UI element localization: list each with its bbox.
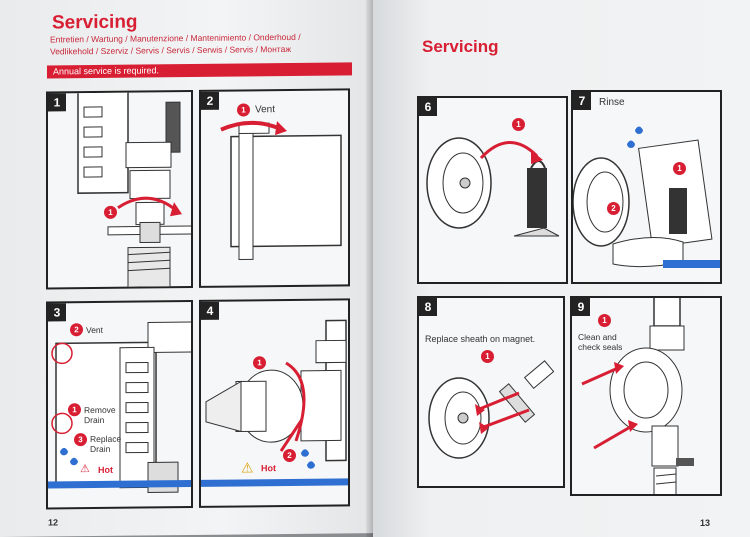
callout-badge: 1 xyxy=(481,350,494,363)
step-number: 1 xyxy=(48,93,66,112)
page-number: 12 xyxy=(48,517,59,528)
clean-seals-label: Clean and check seals xyxy=(578,332,622,352)
step-6-panel: 6 1 xyxy=(417,96,568,284)
page-title: Servicing xyxy=(422,37,499,56)
callout-badge: 1 xyxy=(598,314,611,327)
instruction-label: Replace sheath on magnet. xyxy=(425,334,536,344)
step-6-illustration xyxy=(426,137,560,237)
replace-badge: 3 xyxy=(74,433,87,447)
step-3-panel: 3 2 Vent 1 Remove Drain 3 Replace Drain … xyxy=(46,299,193,510)
step-7-illustration xyxy=(573,126,720,268)
remove-badge: 1 xyxy=(68,403,81,417)
step-8-panel: 8 Replace sheath on magnet. 1 xyxy=(417,296,565,488)
languages-list: Entretien / Wartung / Manutenzione / Man… xyxy=(50,30,350,57)
warning-icon: ⚠ xyxy=(241,459,254,476)
remove-label-line-2: Drain xyxy=(84,414,105,426)
vent-badge: 2 xyxy=(70,323,83,337)
rinse-label: Rinse xyxy=(599,97,625,108)
step-1-illustration xyxy=(77,91,193,289)
replace-drain-label: Replace Drain xyxy=(90,434,121,454)
step-number: 6 xyxy=(419,98,437,116)
clean-label-line-2: check seals xyxy=(578,342,623,352)
service-banner: Annual service is required. xyxy=(47,62,352,79)
hot-label: Hot xyxy=(261,463,276,474)
step-number: 4 xyxy=(201,301,219,320)
remove-label-line-1: Remove xyxy=(84,404,116,416)
step-number: 7 xyxy=(573,92,591,110)
step-number: 8 xyxy=(419,298,437,316)
callout-badge: 1 xyxy=(237,103,250,117)
vent-label: Vent xyxy=(255,104,276,116)
replace-label-line-2: Drain xyxy=(90,443,111,455)
warning-icon: ⚠ xyxy=(80,463,90,476)
replace-label-line-1: Replace xyxy=(90,433,122,445)
step-1-panel: 1 1 xyxy=(46,89,193,290)
step-number: 9 xyxy=(572,298,590,316)
page-title: Servicing xyxy=(52,11,138,34)
step-number: 3 xyxy=(48,303,66,322)
step-2-illustration xyxy=(220,120,342,261)
callout-badge-1: 1 xyxy=(673,162,686,175)
hot-label: Hot xyxy=(98,464,113,475)
step-3-illustration xyxy=(48,321,193,493)
callout-badge-1: 1 xyxy=(253,356,266,370)
step-9-illustration xyxy=(581,298,694,494)
clean-label-line-1: Clean and xyxy=(578,332,617,342)
callout-badge-2: 2 xyxy=(607,202,620,215)
step-9-panel: 9 1 Clean and check seals xyxy=(570,296,722,496)
vent-label: Vent xyxy=(86,324,104,336)
callout-badge: 1 xyxy=(104,205,117,219)
callout-badge-2: 2 xyxy=(283,448,296,463)
left-page: Servicing Entretien / Wartung / Manutenz… xyxy=(0,0,373,537)
callout-badge: 1 xyxy=(512,118,525,131)
step-4-panel: 4 1 2 ⚠ Hot xyxy=(199,298,350,508)
step-8-illustration xyxy=(428,360,555,459)
page-number: 13 xyxy=(700,518,711,528)
step-2-panel: 2 1 Vent xyxy=(199,88,350,288)
remove-drain-label: Remove Drain xyxy=(84,405,116,425)
languages-line-2: Vedlikehold / Szerviz / Servis / Servis … xyxy=(50,43,292,57)
step-4-illustration xyxy=(201,319,350,487)
step-number: 2 xyxy=(201,91,219,110)
step-7-panel: 7 Rinse 1 2 xyxy=(571,90,722,284)
right-page: Servicing 6 1 xyxy=(373,0,750,537)
